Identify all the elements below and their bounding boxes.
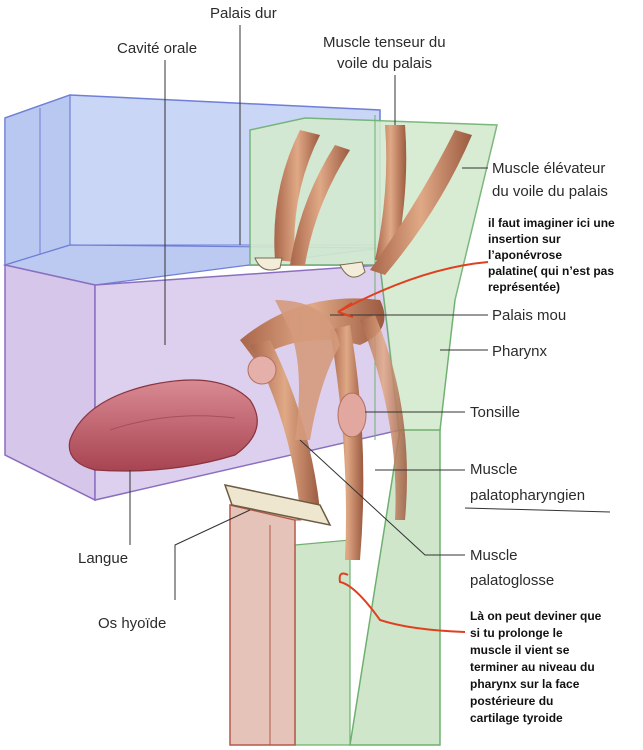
label-palais-mou: Palais mou: [492, 307, 566, 324]
hamulus-left: [254, 257, 283, 271]
hyoid-bone-shape: [223, 483, 332, 527]
note-insertion: il faut imaginer ici une insertion sur l…: [488, 216, 615, 294]
label-langue: Langue: [78, 550, 128, 567]
label-os-hyoide: Os hyoïde: [98, 615, 166, 632]
label-palatoglosse-1: Muscle: [470, 547, 518, 564]
label-palatopharyngien-1: Muscle: [470, 461, 518, 478]
annotation-strokes: [337, 261, 489, 633]
note-prolonge-line: postérieure du: [470, 694, 553, 708]
note-insertion-line: il faut imaginer ici une: [488, 216, 615, 230]
leader-lines: [129, 25, 611, 600]
tongue-shape: [68, 379, 258, 472]
note-prolonge-line: pharynx sur la face: [470, 677, 580, 691]
tonsil-anterior-shape: [247, 355, 277, 385]
note-prolonge-line: Là on peut deviner que: [470, 609, 602, 623]
label-palatopharyngien-2: palatopharyngien: [470, 487, 585, 504]
note-insertion-line: l’aponévrose: [488, 248, 562, 262]
label-muscle-tenseur-2: voile du palais: [337, 55, 432, 72]
label-palais-dur: Palais dur: [210, 5, 277, 22]
label-muscle-elevateur-1: Muscle élévateur: [492, 160, 605, 177]
note-prolonge-line: muscle il vient se: [470, 643, 570, 657]
tonsil-shape: [337, 392, 367, 438]
note-insertion-line: palatine( qui n’est pas: [488, 264, 614, 278]
hamulus-right: [339, 261, 366, 278]
note-prolonge: Là on peut deviner que si tu prolonge le…: [470, 609, 602, 725]
note-insertion-line: insertion sur: [488, 232, 561, 246]
note-prolonge-line: si tu prolonge le: [470, 626, 563, 640]
note-prolonge-line: cartilage tyroide: [470, 711, 563, 725]
label-muscle-tenseur-1: Muscle tenseur du: [323, 34, 446, 51]
label-muscle-elevateur-2: du voile du palais: [492, 183, 608, 200]
note-insertion-line: représentée): [488, 280, 560, 294]
label-cavite-orale: Cavité orale: [117, 40, 197, 57]
label-tonsille: Tonsille: [470, 404, 520, 421]
note-prolonge-line: terminer au niveau du: [470, 660, 595, 674]
larynx-box: [229, 499, 302, 746]
muscle-fibers: [240, 125, 472, 560]
label-pharynx: Pharynx: [492, 343, 548, 360]
label-palatoglosse-2: palatoglosse: [470, 572, 554, 589]
